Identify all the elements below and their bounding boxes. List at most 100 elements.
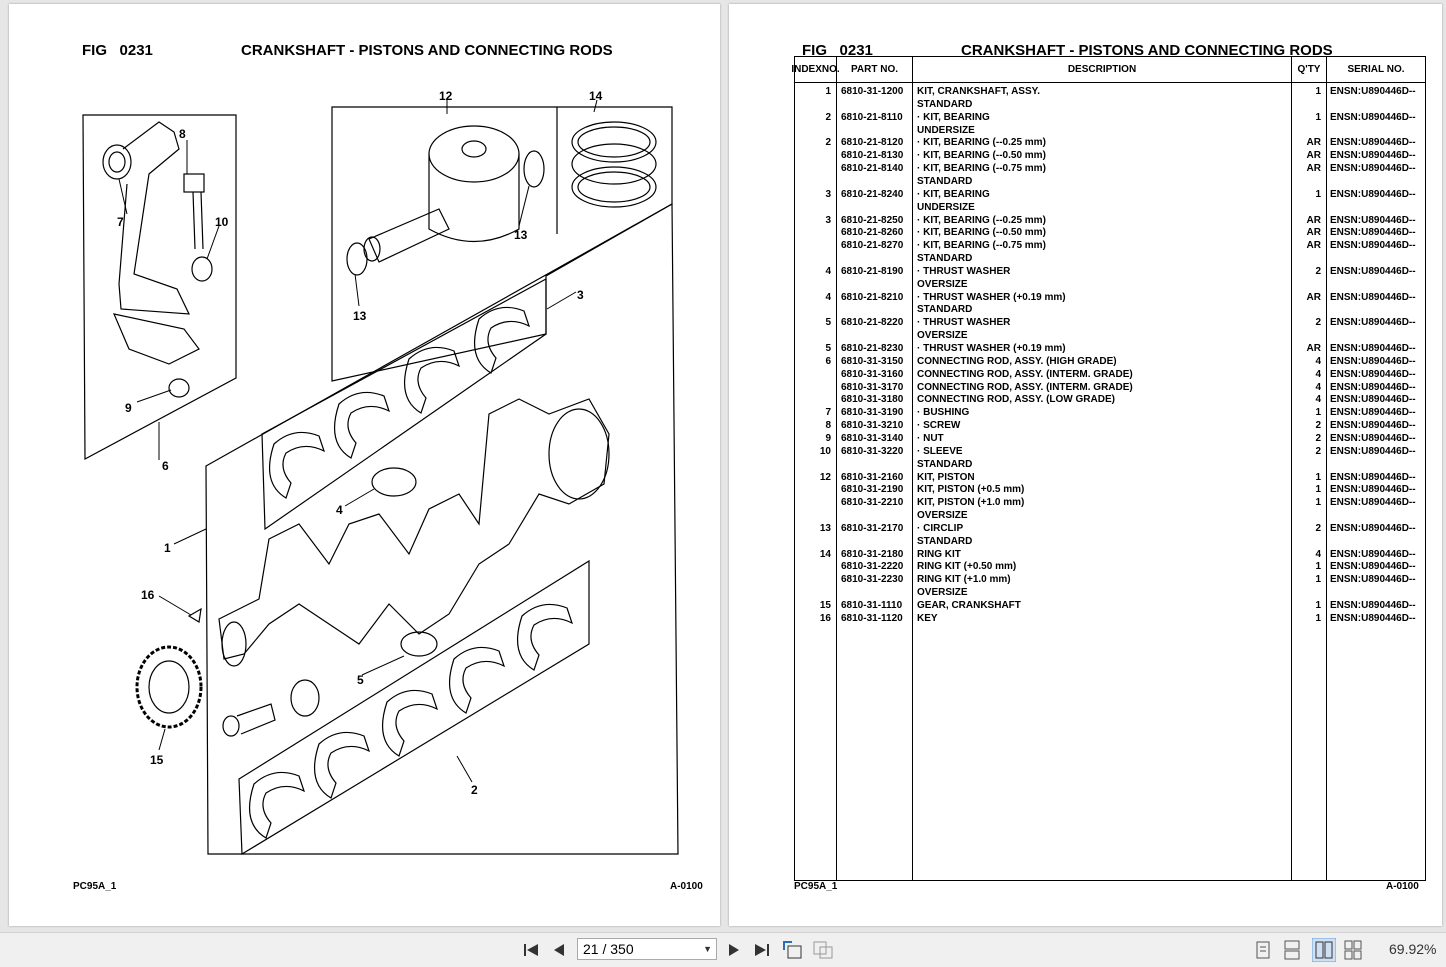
cell-index: 2 (825, 137, 831, 149)
cell-part-no: 6810-31-2160 (841, 471, 904, 483)
table-row: STANDARD (795, 253, 1425, 266)
callout-4: 4 (336, 503, 343, 517)
fit-icon[interactable] (812, 940, 834, 960)
cell-description: CONNECTING ROD, ASSY. (HIGH GRADE) (917, 355, 1117, 367)
cell-qty: 2 (1315, 317, 1321, 329)
table-row: STANDARD (795, 99, 1425, 112)
cell-description: · THRUST WASHER (917, 317, 1011, 329)
piston (346, 125, 545, 276)
crankshaft-gear (135, 645, 203, 729)
cell-index: 2 (825, 111, 831, 123)
cell-part-no: 6810-21-8210 (841, 291, 904, 303)
cell-index: 5 (825, 343, 831, 354)
cell-qty: 4 (1315, 548, 1321, 560)
callout-7: 7 (117, 215, 124, 229)
callout-13b: 13 (353, 309, 367, 323)
cell-part-no: 6810-21-8110 (841, 111, 903, 123)
cell-description: KIT, PISTON (+0.5 mm) (917, 484, 1025, 496)
cell-index: 1 (825, 86, 831, 97)
cell-qty: 1 (1315, 86, 1321, 97)
footer-left: PC95A_1 (73, 881, 117, 892)
cell-index: 7 (825, 407, 831, 419)
first-page-icon[interactable] (522, 942, 540, 958)
cell-index: 6 (825, 355, 831, 367)
two-page-continuous-icon[interactable] (1343, 940, 1363, 960)
cell-serial-no: ENSN:U890446D-- (1330, 368, 1416, 380)
next-page-icon[interactable] (727, 942, 741, 958)
cell-part-no: 6810-21-8240 (841, 188, 904, 200)
page-dropdown-icon[interactable]: ▼ (703, 944, 712, 954)
cell-description: · KIT, BEARING (--0.50 mm) (917, 227, 1046, 239)
cell-part-no: 6810-31-2170 (841, 522, 904, 534)
cell-serial-no: ENSN:U890446D-- (1330, 432, 1416, 444)
footer-right: A-0100 (1386, 881, 1419, 892)
cell-serial-no: ENSN:U890446D-- (1330, 214, 1416, 226)
lower-bearings (248, 603, 574, 839)
cell-part-no: 6810-31-3170 (841, 381, 904, 393)
cell-index: 16 (819, 612, 831, 624)
two-page-icon[interactable] (1312, 938, 1336, 962)
cell-description: · THRUST WASHER (+0.19 mm) (917, 343, 1066, 354)
header-serial-no: SERIAL NO. (1347, 64, 1405, 75)
cell-serial-no: ENSN:U890446D-- (1330, 407, 1416, 419)
cell-index: 12 (819, 471, 831, 483)
cell-description: · KIT, BEARING (--0.75 mm) (917, 163, 1046, 175)
cell-part-no: 6810-21-8140 (841, 163, 904, 175)
cell-description: STANDARD (917, 458, 973, 470)
cell-part-no: 6810-31-2230 (841, 574, 904, 586)
continuous-icon[interactable] (1283, 940, 1301, 960)
table-row: STANDARD (795, 536, 1425, 549)
cell-part-no: 6810-31-2210 (841, 497, 904, 509)
cell-description: STANDARD (917, 535, 973, 547)
cell-part-no: 6810-31-1200 (841, 86, 904, 97)
cell-serial-no: ENSN:U890446D-- (1330, 317, 1416, 329)
cell-qty: 1 (1315, 612, 1321, 624)
cell-description: STANDARD (917, 253, 973, 265)
cell-index: 5 (825, 317, 831, 329)
cell-part-no: 6810-31-3180 (841, 394, 904, 406)
cell-serial-no: ENSN:U890446D-- (1330, 561, 1416, 573)
cell-description: · SCREW (917, 420, 961, 432)
cell-qty: 4 (1315, 394, 1321, 406)
callout-2: 2 (471, 783, 478, 797)
table-row: OVERSIZE (795, 587, 1425, 600)
cell-serial-no: ENSN:U890446D-- (1330, 394, 1416, 406)
cell-description: KEY (917, 612, 938, 624)
last-page-icon[interactable] (753, 942, 771, 958)
page-title: CRANKSHAFT - PISTONS AND CONNECTING RODS (241, 42, 613, 59)
left-page: FIG 0231 CRANKSHAFT - PISTONS AND CONNEC… (9, 4, 720, 926)
callout-14: 14 (589, 89, 603, 103)
zoom-level[interactable]: 69.92% (1389, 941, 1437, 957)
cell-serial-no: ENSN:U890446D-- (1330, 548, 1416, 560)
callout-8: 8 (179, 127, 186, 141)
previous-page-icon[interactable] (552, 942, 566, 958)
cell-qty: 2 (1315, 265, 1321, 277)
header-qty: Q'TY (1297, 64, 1321, 75)
page-number-input[interactable]: 21 / 350▼ (577, 938, 717, 960)
rotate-icon[interactable] (782, 940, 804, 960)
cell-part-no: 6810-31-3220 (841, 445, 904, 457)
callout-1: 1 (164, 541, 171, 555)
cell-serial-no: ENSN:U890446D-- (1330, 343, 1416, 354)
cell-qty: 4 (1315, 381, 1321, 393)
cell-description: · NUT (917, 432, 944, 444)
cell-serial-no: ENSN:U890446D-- (1330, 137, 1416, 149)
cell-serial-no: ENSN:U890446D-- (1330, 484, 1416, 496)
single-page-icon[interactable] (1255, 940, 1271, 960)
table-row: OVERSIZE (795, 330, 1425, 343)
cell-description: UNDERSIZE (917, 201, 975, 213)
cell-description: STANDARD (917, 304, 973, 316)
cell-part-no: 6810-31-2220 (841, 561, 904, 573)
cell-qty: 2 (1315, 445, 1321, 457)
cell-description: · THRUST WASHER (917, 265, 1011, 277)
cell-qty: 1 (1315, 471, 1321, 483)
